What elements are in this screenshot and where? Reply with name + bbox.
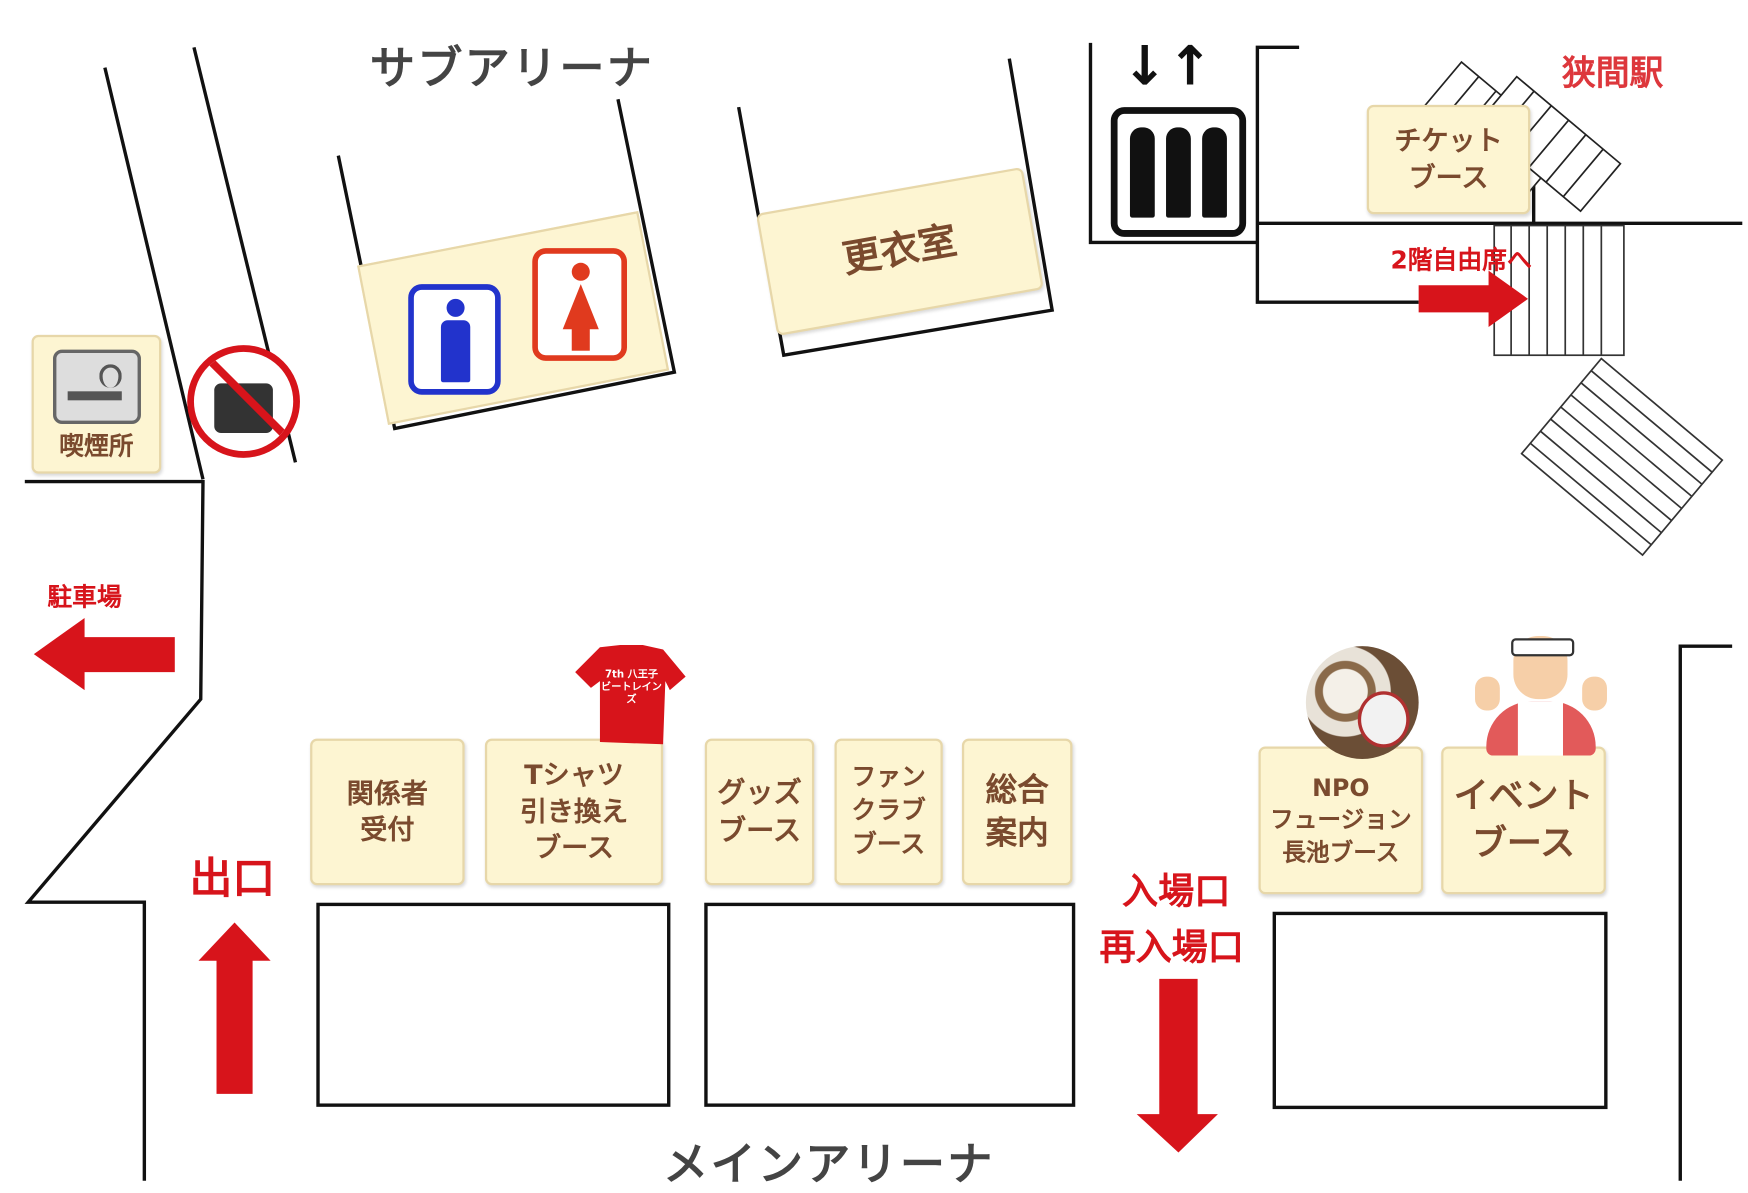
parking-label: 駐車場: [47, 584, 122, 613]
booth-label: 受付: [360, 814, 415, 846]
no-elevator-icon: [187, 345, 300, 458]
fanclub-booth: ファン クラブ ブース: [834, 738, 943, 886]
arrow-left-icon: [33, 617, 175, 691]
event-booth: イベント ブース: [1441, 746, 1606, 895]
women-restroom-icon: [532, 248, 628, 361]
booth-label: クラブ: [851, 797, 926, 826]
reentrance-label: 再入場口: [1099, 925, 1244, 969]
booth-label: 総合: [985, 771, 1049, 809]
arrow-right-icon: [1418, 270, 1529, 328]
smoking-icon: [52, 349, 141, 425]
tshirt-booth: Tシャツ 引き換え ブース: [484, 738, 664, 886]
arrow-down-icon: [1136, 978, 1218, 1153]
mascot-illustration: [1475, 632, 1607, 756]
station-label: 狭間駅: [1561, 54, 1664, 94]
info-booth: 総合 案内: [961, 738, 1073, 886]
men-restroom-icon: [408, 284, 501, 395]
sub-arena-label: サブアリーナ: [369, 42, 655, 95]
booth-label: ブース: [717, 814, 802, 847]
stairs-bottom: [1520, 357, 1724, 557]
ticket-booth: チケット ブース: [1366, 104, 1531, 215]
booth-label: ブース: [852, 830, 926, 860]
booth-label: 長池ブース: [1282, 838, 1400, 866]
booth-label: ファン: [851, 763, 926, 793]
booth-label: ブース: [534, 832, 614, 865]
booth-label: ブース: [1408, 161, 1489, 194]
npo-booth: NPO フュージョン 長池ブース: [1258, 746, 1424, 895]
food-photo: [1305, 646, 1419, 759]
booth-label: 案内: [985, 814, 1049, 852]
staff-reception-booth: 関係者 受付: [310, 738, 465, 886]
booth-label: イベント: [1453, 775, 1594, 817]
arrow-up-icon: [198, 922, 271, 1094]
booth-label: Tシャツ: [524, 759, 624, 791]
booth-label: チケット: [1394, 125, 1503, 157]
entrance-label: 入場口: [1122, 869, 1231, 913]
smoking-label: 喫煙所: [59, 433, 134, 462]
booth-label: ブース: [1471, 822, 1576, 864]
tshirt-logo: 7th 八王子ビートレインズ: [601, 669, 662, 706]
booth-label: グッズ: [717, 776, 802, 809]
elevator-icon: ↓↑: [1110, 39, 1249, 240]
second-floor-label: 2階自由席へ: [1390, 246, 1532, 276]
booth-label: 関係者: [346, 777, 428, 810]
tshirt-image: 7th 八王子ビートレインズ: [575, 645, 688, 746]
main-arena-label: メインアリーナ: [663, 1138, 995, 1191]
booth-label: NPO: [1312, 774, 1370, 802]
exit-label: 出口: [189, 853, 276, 904]
goods-booth: グッズ ブース: [704, 738, 815, 886]
smoking-area: 喫煙所: [31, 334, 162, 474]
changing-room-label: 更衣室: [839, 218, 961, 283]
booth-label: 引き換え: [519, 795, 629, 828]
booth-label: フュージョン: [1270, 806, 1412, 834]
